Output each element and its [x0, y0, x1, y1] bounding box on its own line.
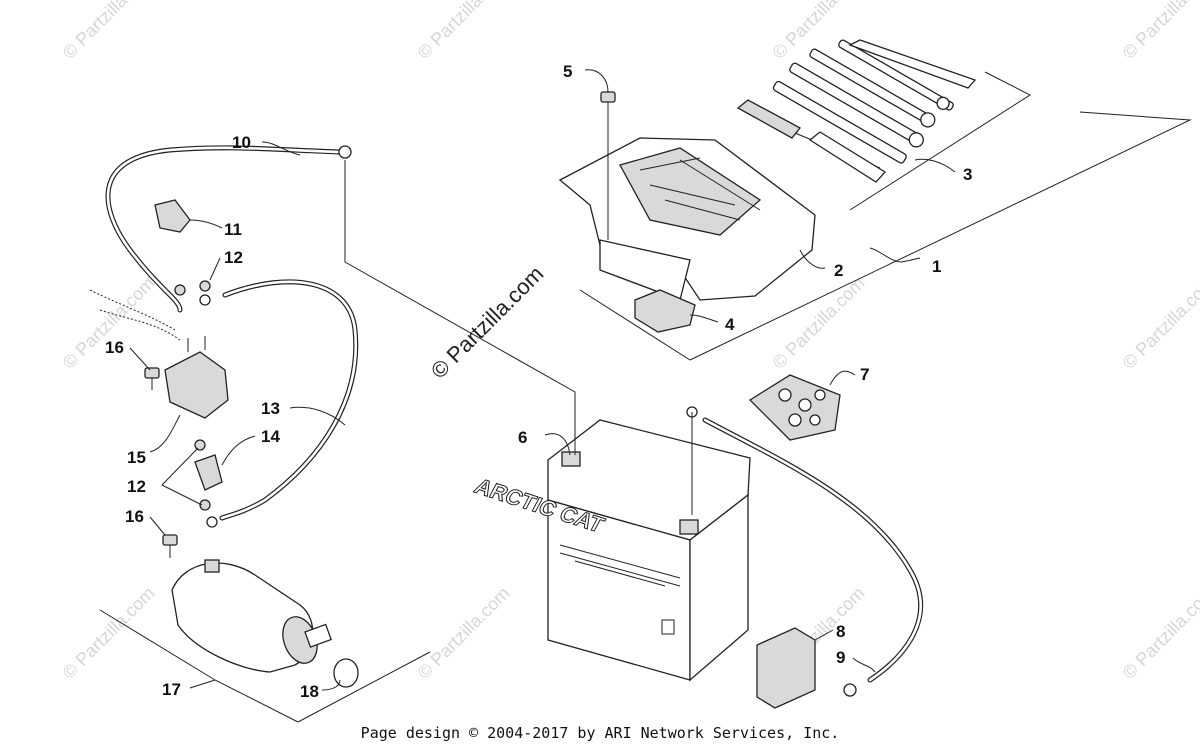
callout-6[interactable]: 6 [518, 428, 527, 447]
callout-2[interactable]: 2 [834, 261, 843, 280]
callout-3[interactable]: 3 [963, 165, 972, 184]
foam-pad-4 [634, 289, 696, 333]
boot-11 [154, 199, 191, 233]
callout-8[interactable]: 8 [836, 622, 845, 641]
callout-12-lower[interactable]: 12 [127, 477, 146, 496]
screw-5 [600, 91, 616, 240]
callout-14[interactable]: 14 [261, 427, 280, 446]
callout-16-upper[interactable]: 16 [105, 338, 124, 357]
callout-17[interactable]: 17 [162, 680, 181, 699]
callout-16-lower[interactable]: 16 [125, 507, 144, 526]
cable-9 [686, 406, 924, 697]
spark-plug-socket [808, 131, 887, 183]
watermark-tile: © Partzilla.com [1119, 583, 1200, 683]
callouts: 1 2 3 4 5 6 7 8 9 10 11 12 12 13 14 15 1… [105, 62, 972, 701]
callout-10[interactable]: 10 [232, 133, 251, 152]
cable-10 [105, 145, 576, 455]
callout-18[interactable]: 18 [300, 682, 319, 701]
foam-pad-8 [756, 627, 816, 709]
watermark-main: © Partzilla.com [426, 261, 549, 384]
watermark-tile: © Partzilla.com [1119, 0, 1200, 63]
starter-motor-17 [171, 559, 332, 673]
boot-14 [194, 454, 223, 491]
hardware-kit-7 [748, 374, 841, 441]
o-ring-18 [333, 658, 359, 688]
bracket-1 [689, 111, 1192, 361]
footer-copyright: Page design © 2004-2017 by ARI Network S… [361, 724, 840, 742]
bracket-1-left [579, 289, 691, 361]
bracket-3 [849, 71, 1032, 211]
watermark-tile: © Partzilla.com [59, 583, 159, 683]
callout-15[interactable]: 15 [127, 448, 146, 467]
bolts-16 [144, 367, 178, 558]
callout-1[interactable]: 1 [932, 257, 941, 276]
screwdriver-handle [736, 99, 801, 139]
watermark-tile: © Partzilla.com [414, 0, 514, 63]
tool-tray [558, 137, 816, 301]
battery-6: ARCTIC CAT [470, 419, 751, 682]
callout-7[interactable]: 7 [860, 365, 869, 384]
bracket-17-right [297, 651, 431, 723]
nuts-12 [174, 280, 211, 511]
watermark-tile: © Partzilla.com [414, 583, 514, 683]
callout-5[interactable]: 5 [563, 62, 572, 81]
callout-4[interactable]: 4 [725, 315, 735, 334]
callout-11[interactable]: 11 [224, 220, 242, 239]
callout-9[interactable]: 9 [836, 648, 845, 667]
watermark-tile: © Partzilla.com [769, 273, 869, 373]
callout-12-upper[interactable]: 12 [224, 248, 243, 267]
cable-13 [199, 279, 359, 528]
solenoid-15 [89, 289, 229, 419]
tool-kit [736, 39, 977, 183]
callout-leaders [129, 69, 956, 691]
callout-13[interactable]: 13 [261, 399, 280, 418]
watermark-tile: © Partzilla.com [1119, 273, 1200, 373]
watermark-tile: © Partzilla.com [59, 0, 159, 63]
